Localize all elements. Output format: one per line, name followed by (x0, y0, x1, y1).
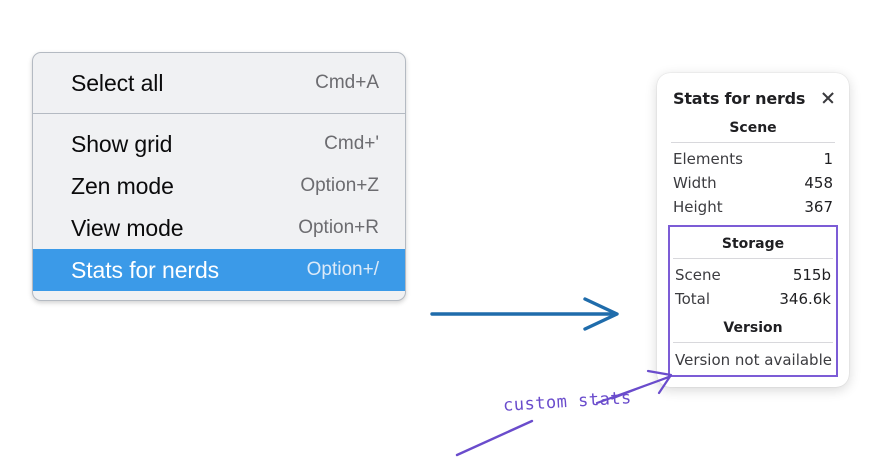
canvas-context-menu[interactable]: Select all Cmd+A Show grid Cmd+' Zen mod… (32, 52, 406, 301)
stat-row-height: Height 367 (671, 195, 835, 219)
stat-value: 458 (804, 174, 833, 192)
menu-item-zen-mode[interactable]: Zen mode Option+Z (33, 165, 405, 207)
stat-value: 515b (792, 266, 831, 284)
menu-item-label: Zen mode (71, 172, 174, 199)
menu-item-label: Show grid (71, 130, 173, 157)
stat-row-elements: Elements 1 (671, 147, 835, 171)
stat-label: Scene (675, 266, 721, 284)
stat-value: 1 (823, 150, 833, 168)
menu-item-shortcut: Option+Z (300, 175, 379, 196)
stats-for-nerds-panel: Stats for nerds Scene Elements 1 Width 4… (657, 73, 849, 387)
stat-label: Width (673, 174, 717, 192)
menu-item-label: View mode (71, 214, 184, 241)
custom-stats-annotation: custom stats (502, 388, 633, 416)
section-rule (673, 342, 833, 343)
stat-row-width: Width 458 (671, 171, 835, 195)
stat-label: Height (673, 198, 723, 216)
stats-panel-header: Stats for nerds (657, 85, 849, 111)
menu-item-shortcut: Cmd+' (324, 133, 379, 154)
menu-item-label: Select all (71, 69, 164, 96)
stats-section-scene: Scene Elements 1 Width 458 Height 367 (657, 111, 849, 219)
menu-divider (33, 113, 405, 114)
menu-item-show-grid[interactable]: Show grid Cmd+' (33, 123, 405, 165)
menu-section-edit: Select all Cmd+A (33, 53, 405, 113)
section-heading: Scene (729, 120, 777, 136)
menu-item-shortcut: Option+/ (306, 259, 379, 280)
menu-section-view: Show grid Cmd+' Zen mode Option+Z View m… (33, 114, 405, 300)
version-value: Version not available (675, 351, 832, 369)
section-rule (673, 258, 833, 259)
section-heading: Storage (721, 236, 785, 252)
menu-item-stats-for-nerds[interactable]: Stats for nerds Option+/ (33, 249, 405, 291)
menu-item-shortcut: Cmd+A (315, 72, 379, 93)
menu-item-view-mode[interactable]: View mode Option+R (33, 207, 405, 249)
stats-section-storage: Storage Scene 515b Total 346.6k (673, 227, 833, 311)
menu-item-shortcut: Option+R (298, 217, 379, 238)
stat-label: Total (675, 290, 711, 308)
blue-arrow (430, 297, 619, 331)
stat-row-storage-scene: Scene 515b (673, 263, 833, 287)
stat-value: 346.6k (779, 290, 831, 308)
custom-stats-region: Storage Scene 515b Total 346.6k Version … (668, 225, 838, 377)
stat-row-storage-total: Total 346.6k (673, 287, 833, 311)
purple-tail-stroke (455, 419, 534, 457)
stats-section-version: Version Version not available (673, 311, 833, 375)
stat-label: Elements (673, 150, 743, 168)
close-icon[interactable] (820, 90, 836, 106)
section-rule (671, 142, 835, 143)
section-heading: Version (723, 320, 783, 336)
stat-value: 367 (804, 198, 833, 216)
stats-panel-title: Stats for nerds (673, 88, 806, 108)
menu-item-label: Stats for nerds (71, 256, 220, 283)
menu-item-select-all[interactable]: Select all Cmd+A (33, 62, 405, 104)
